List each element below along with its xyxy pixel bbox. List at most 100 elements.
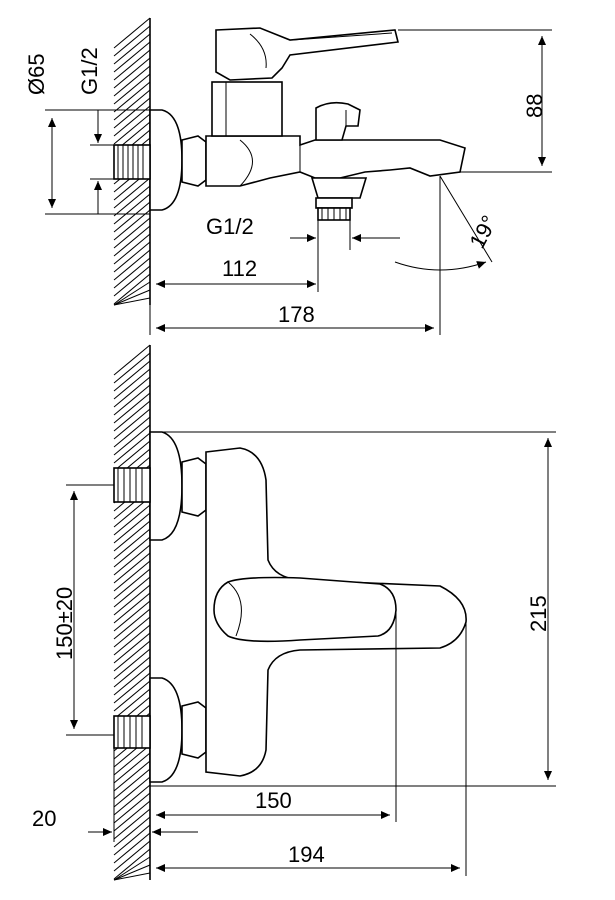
hatch-line: [113, 624, 151, 656]
dim-angle-19: 19°: [394, 175, 502, 271]
dim-diameter-65: Ø65: [24, 53, 150, 215]
label-spacing: 150±20: [52, 587, 77, 660]
label-total: 194: [288, 842, 325, 867]
hatch-line: [113, 440, 151, 472]
hatch-line: [113, 536, 151, 568]
label-thread-wall: G1/2: [77, 47, 102, 95]
dim-handle-150: 150: [156, 612, 397, 822]
hatch-line: [113, 193, 151, 225]
hatch-line: [113, 792, 151, 824]
label-width: 215: [526, 595, 551, 632]
hatch-line: [113, 49, 151, 81]
hatch-line: [113, 784, 151, 816]
hatch-line: [113, 384, 151, 416]
hatch-line: [113, 57, 151, 89]
shower-outlet-side: [310, 177, 368, 199]
thread-connector-lower: [113, 715, 151, 749]
hatch-line: [113, 760, 151, 792]
hatch-line: [113, 217, 151, 249]
hatch-line: [113, 25, 151, 57]
hatch-line: [113, 105, 151, 137]
hatch-line: [113, 265, 151, 297]
hatch-line: [113, 632, 151, 664]
hatch-line: [113, 512, 151, 544]
nut-side: [181, 135, 207, 187]
dim-depth-112: 112: [156, 256, 316, 288]
hatch-line: [113, 289, 151, 306]
hatch-line: [113, 768, 151, 800]
hatch-line: [113, 65, 151, 97]
cartridge-column: [211, 81, 283, 137]
hatch-line: [113, 73, 151, 105]
hatch-line: [113, 209, 151, 241]
hatch-line: [113, 113, 151, 145]
dim-width-215: 215: [150, 431, 556, 787]
dim-height-88: 88: [398, 29, 552, 173]
dim-spacing-150-20: 150±20: [52, 484, 114, 736]
dim-total-194: 194: [156, 622, 467, 876]
hatch-line: [113, 273, 151, 305]
label-diameter: Ø65: [24, 53, 49, 95]
hatch-line: [113, 520, 151, 552]
label-height: 88: [522, 94, 547, 118]
hatch-line: [113, 744, 151, 776]
hatch-line: [113, 824, 151, 856]
hatch-line: [113, 560, 151, 592]
hatch-line: [113, 360, 151, 392]
hatch-line: [113, 416, 151, 448]
hatch-line: [113, 81, 151, 113]
side-view: Ø65 G1/2 88 G1/2 112: [24, 17, 552, 335]
hatch-line: [113, 392, 151, 424]
hatch-line: [113, 177, 151, 209]
hatch-line: [113, 552, 151, 584]
hatch-line: [113, 856, 151, 881]
hatch-line: [113, 233, 151, 265]
hatch-line: [113, 424, 151, 456]
hatch-line: [113, 776, 151, 808]
hatch-line: [113, 432, 151, 464]
hatch-line: [113, 528, 151, 560]
hatch-line: [113, 600, 151, 632]
dim-wall-offset-20: 20: [32, 748, 198, 842]
nut-upper: [181, 457, 207, 517]
hatch-line: [113, 808, 151, 840]
hatch-line: [113, 281, 151, 306]
wall-flange-upper: [149, 431, 183, 541]
label-depth-outlet: 112: [222, 256, 257, 281]
hatch-line: [113, 800, 151, 832]
hatch-line: [113, 640, 151, 672]
hatch-line: [113, 344, 151, 376]
hatch-line: [113, 568, 151, 600]
label-thread-bottom: G1/2: [206, 214, 254, 239]
hatch-line: [113, 664, 151, 696]
hatch-line: [113, 368, 151, 400]
wall-flange-side: [149, 109, 183, 211]
hatch-line: [113, 656, 151, 688]
hatch-line: [113, 297, 151, 306]
hatch-line: [113, 616, 151, 648]
thread-connector-side: [113, 144, 151, 180]
hatch-line: [113, 816, 151, 848]
label-wall-offset: 20: [32, 806, 56, 831]
hatch-line: [113, 241, 151, 273]
hatch-line: [113, 249, 151, 281]
label-depth-total: 178: [278, 302, 315, 327]
hatch-line: [113, 680, 151, 712]
dim-thread-wall: G1/2: [77, 47, 114, 214]
hatch-line: [113, 400, 151, 432]
hatch-line: [113, 848, 151, 880]
nut-lower: [181, 701, 207, 759]
hatch-line: [113, 544, 151, 576]
wall-hatch-bottom: [113, 344, 151, 881]
hatch-line: [113, 592, 151, 624]
hatch-line: [113, 584, 151, 616]
hatch-line: [113, 608, 151, 640]
wall-flange-lower: [149, 677, 183, 783]
hatch-line: [113, 504, 151, 536]
top-view: 150±20 215 150 20 194: [32, 344, 556, 881]
handle-top: [213, 576, 397, 643]
dim-depth-178: 178: [149, 176, 441, 335]
hatch-line: [113, 672, 151, 704]
diverter-knob: [315, 101, 361, 141]
